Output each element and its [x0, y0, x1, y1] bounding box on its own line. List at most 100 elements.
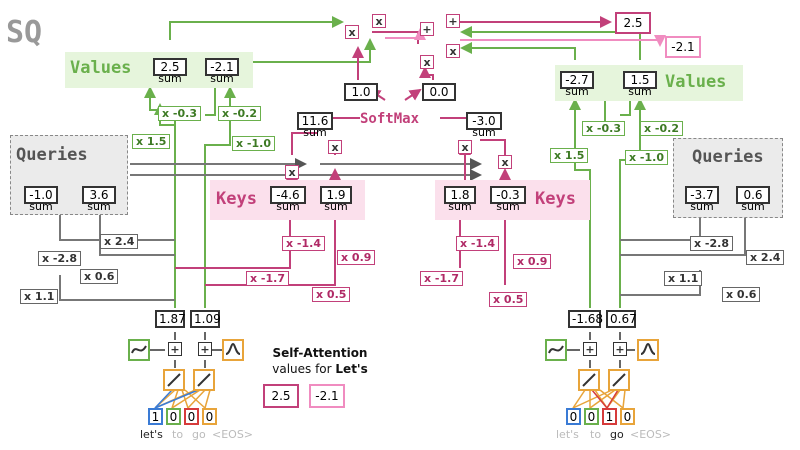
- left-keys-title: Keys: [216, 189, 257, 209]
- similarity-2: -3.0: [466, 112, 502, 130]
- right-word-lets: let's: [556, 428, 579, 441]
- multiply-op: x: [446, 44, 460, 58]
- caption-title: Self-Attention: [272, 346, 368, 360]
- left-query-weight: x 1.1: [20, 289, 59, 304]
- multiply-op: x: [345, 25, 359, 39]
- left-value-1: 2.5: [153, 58, 187, 76]
- right-key-weight: x 0.5: [489, 292, 528, 307]
- right-query-weight: x 0.6: [722, 287, 761, 302]
- similarity-1: 11.6: [297, 112, 333, 130]
- right-encoded-1: -1.68: [568, 310, 603, 328]
- output-value-1: 2.5: [615, 12, 651, 34]
- right-key-weight: x -1.7: [420, 271, 463, 286]
- right-query-weight: x -2.8: [690, 236, 733, 251]
- multiply-op: x: [498, 155, 512, 169]
- right-key-weight: x -1.4: [456, 236, 499, 251]
- right-queries-region: [673, 138, 783, 218]
- left-token-2: 0: [184, 408, 199, 425]
- sine-wave-icon: [128, 339, 150, 361]
- multiply-op: x: [420, 55, 434, 69]
- softmax-output-1: 1.0: [344, 83, 378, 101]
- left-query-weight: x -2.8: [38, 251, 81, 266]
- softmax-output-2: 0.0: [422, 83, 456, 101]
- right-key-weight: x 0.9: [513, 254, 552, 269]
- cosine-wave-icon: [637, 339, 659, 361]
- sum-label: sum: [29, 200, 53, 213]
- sum-label: sum: [303, 126, 327, 139]
- caption-value-2: -2.1: [309, 384, 345, 408]
- right-value-1: -2.7: [560, 71, 594, 89]
- right-encoded-2: 0.67: [606, 310, 637, 328]
- right-value-2: 1.5: [623, 71, 657, 89]
- right-query-weight: x 2.4: [746, 250, 785, 265]
- right-value-weight: x -0.3: [582, 121, 625, 136]
- multiply-op: x: [372, 14, 386, 28]
- left-token-1: 0: [166, 408, 181, 425]
- caption-value-1: 2.5: [263, 384, 299, 408]
- add-op: +: [613, 342, 627, 356]
- sum-label: sum: [472, 126, 496, 139]
- sum-label: sum: [565, 85, 589, 98]
- right-key-1: 1.8: [444, 186, 476, 204]
- right-value-weight: x -0.2: [640, 121, 683, 136]
- right-token-3: 0: [620, 408, 635, 425]
- left-key-weight: x 0.5: [312, 287, 351, 302]
- left-word-lets: let's: [140, 428, 163, 441]
- add-op: +: [446, 14, 460, 28]
- left-word-eos: <EOS>: [212, 428, 254, 441]
- left-value-weight: x 1.5: [132, 134, 171, 149]
- multiply-op: x: [328, 140, 342, 154]
- query-wires: [59, 158, 746, 301]
- left-query-weight: x 2.4: [100, 234, 139, 249]
- left-word-to: to: [172, 428, 184, 441]
- right-token-0: 0: [566, 408, 581, 425]
- left-query-2: 3.6: [82, 186, 116, 204]
- left-query-weight: x 0.6: [80, 269, 119, 284]
- sine-wave-icon: [545, 339, 567, 361]
- softmax-label: SoftMax: [360, 111, 420, 127]
- identity-activation-icon: [163, 369, 185, 391]
- caption-text: values for: [272, 362, 336, 376]
- left-queries-title: Queries: [16, 145, 88, 165]
- left-token-3: 0: [202, 408, 217, 425]
- cosine-wave-icon: [222, 339, 244, 361]
- multiply-op: x: [458, 140, 472, 154]
- left-values-title: Values: [70, 58, 132, 78]
- sum-label: sum: [448, 200, 472, 213]
- left-encoded-2: 1.09: [190, 310, 221, 328]
- sum-label: sum: [690, 200, 714, 213]
- sum-label: sum: [210, 72, 234, 85]
- caption-word: Let's: [335, 362, 368, 376]
- left-key-weight: x -1.4: [282, 236, 325, 251]
- sum-label: sum: [324, 200, 348, 213]
- add-op: +: [583, 342, 597, 356]
- logo: SQ: [6, 15, 42, 50]
- left-query-1: -1.0: [24, 186, 58, 204]
- right-token-2: 1: [602, 408, 617, 425]
- left-token-0: 1: [148, 408, 163, 425]
- sum-label: sum: [158, 72, 182, 85]
- right-queries-title: Queries: [692, 147, 764, 167]
- caption-subtitle: values for Let's: [255, 362, 385, 376]
- right-values-title: Values: [665, 72, 727, 92]
- right-word-to: to: [590, 428, 602, 441]
- sum-label: sum: [87, 200, 111, 213]
- right-query-weight: x 1.1: [664, 271, 703, 286]
- left-value-2: -2.1: [205, 58, 239, 76]
- output-value-2: -2.1: [665, 36, 701, 58]
- right-key-2: -0.3: [490, 186, 526, 204]
- add-op: +: [198, 342, 212, 356]
- right-word-eos: <EOS>: [630, 428, 672, 441]
- right-token-1: 0: [584, 408, 599, 425]
- add-op: +: [168, 342, 182, 356]
- left-value-weight: x -0.3: [158, 106, 201, 121]
- left-word-go: go: [192, 428, 206, 441]
- multiply-op: x: [285, 165, 299, 179]
- identity-activation-icon: [193, 369, 215, 391]
- right-word-go: go: [610, 428, 624, 441]
- right-query-2: 0.6: [736, 186, 770, 204]
- right-query-1: -3.7: [685, 186, 719, 204]
- right-value-weight: x 1.5: [550, 148, 589, 163]
